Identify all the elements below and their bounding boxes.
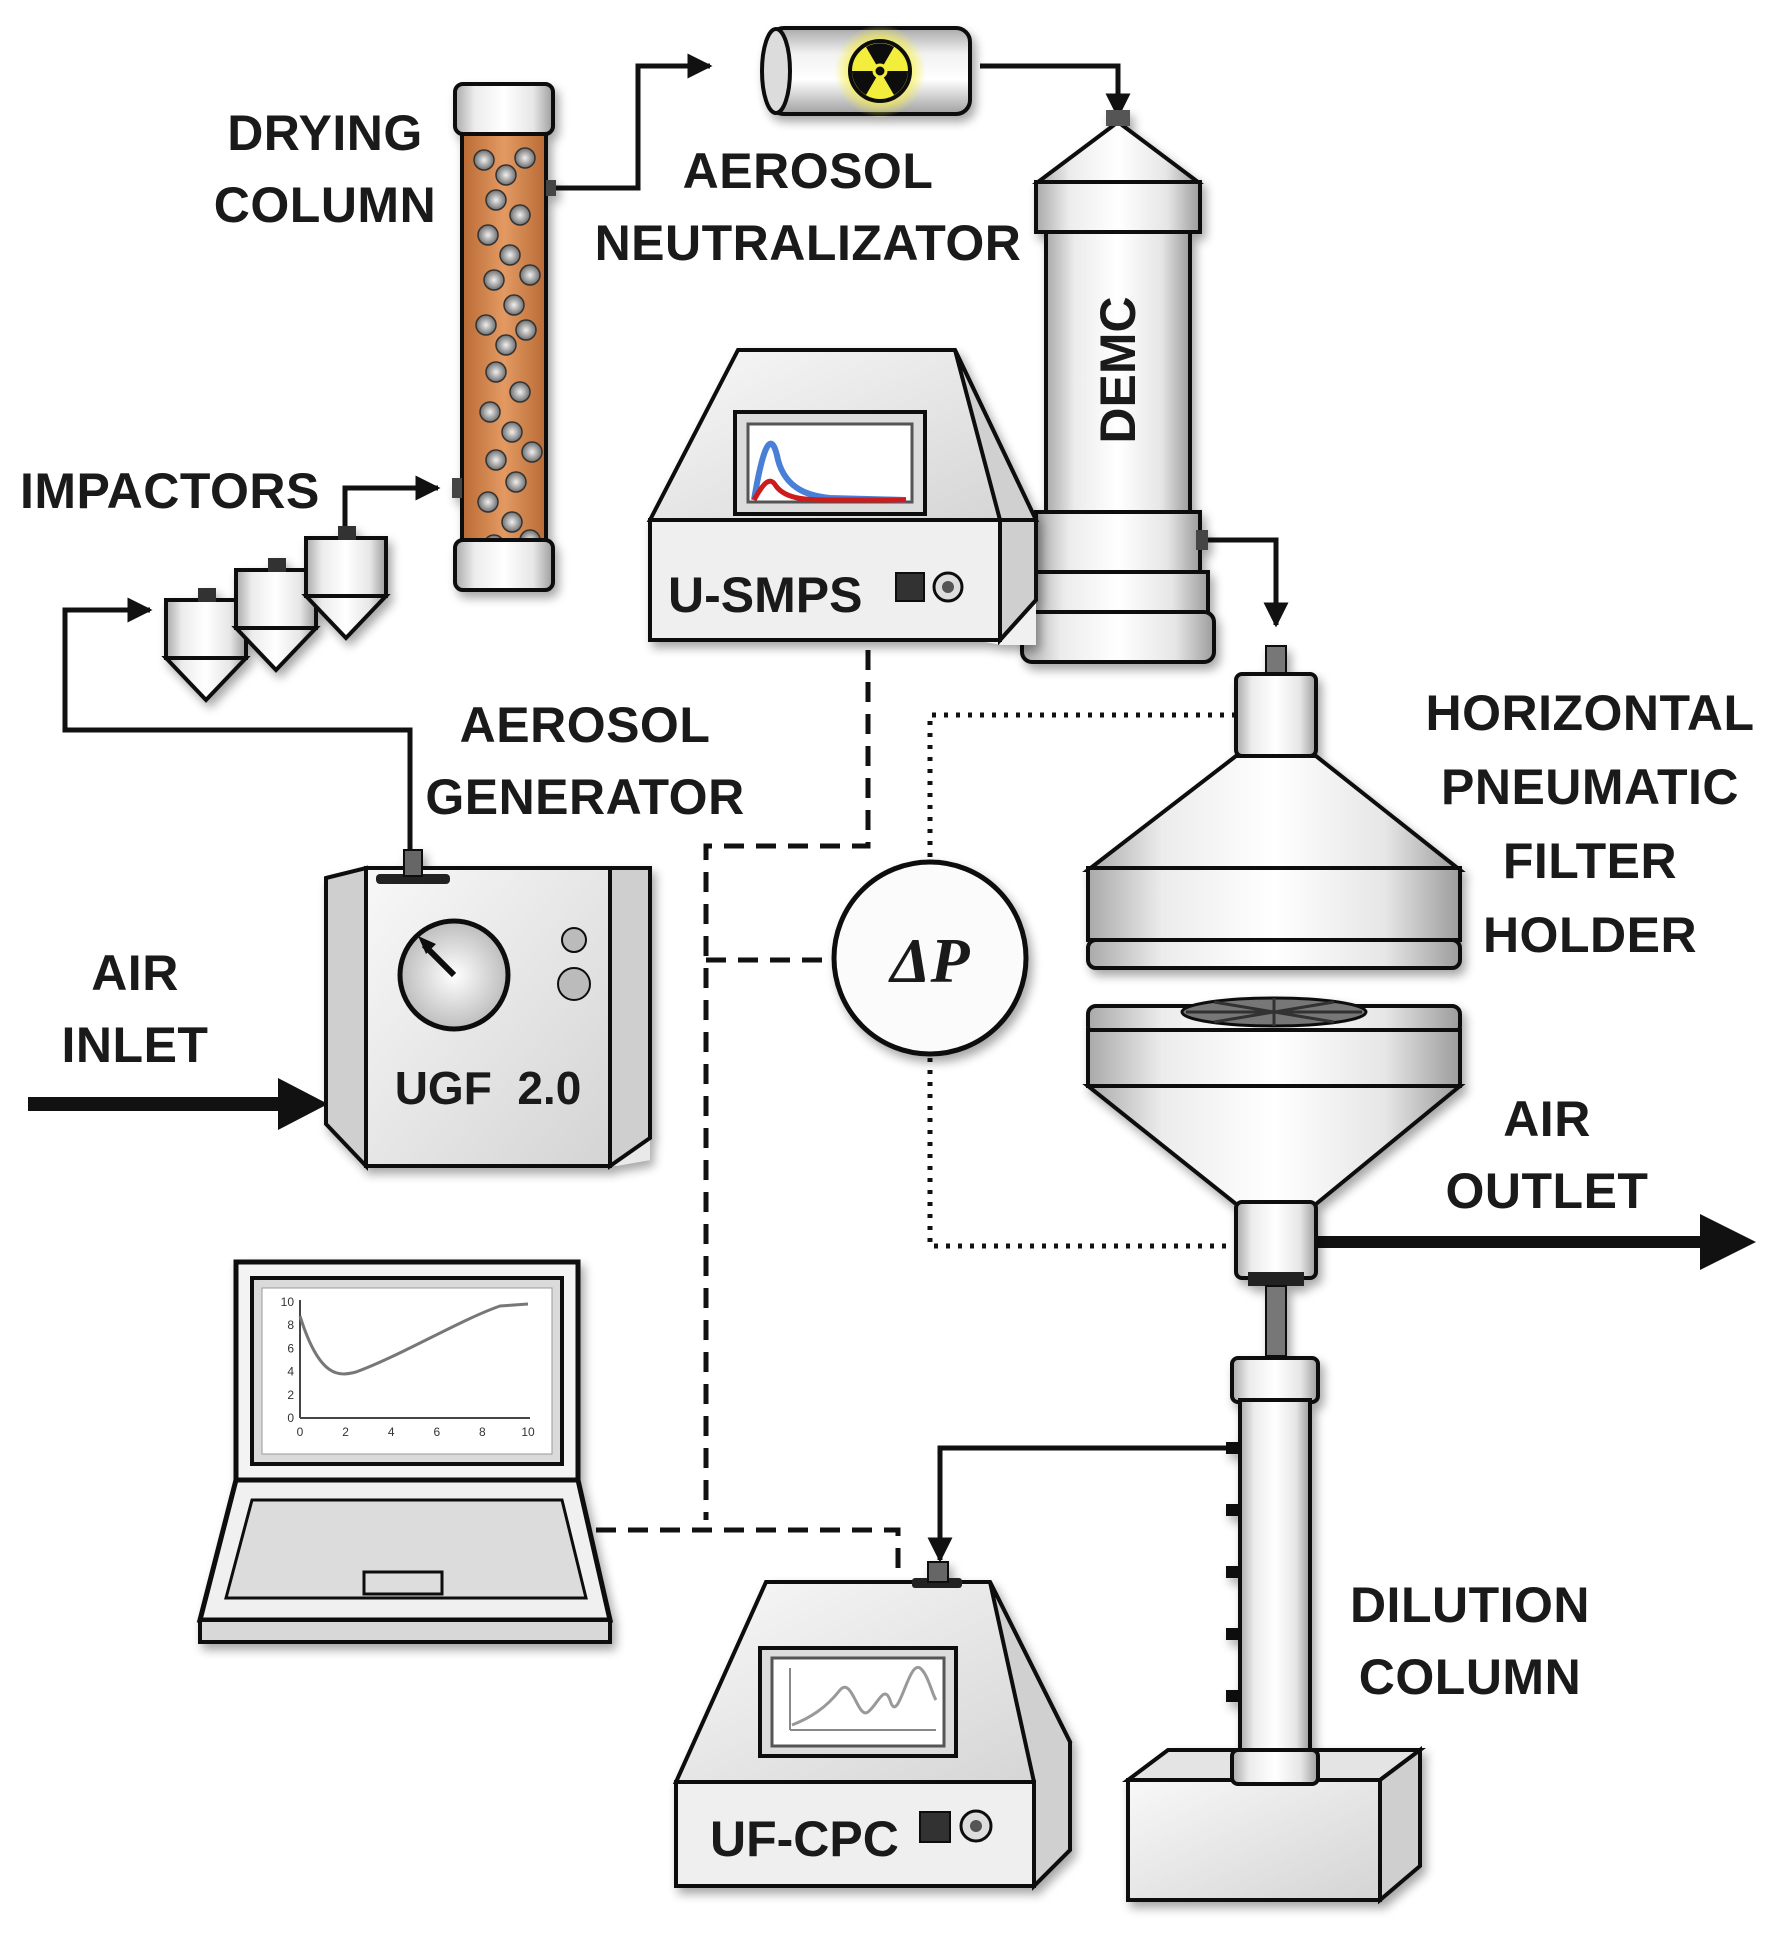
drying-column-label-line-2: COLUMN <box>213 177 437 233</box>
cpc-curve <box>791 1666 938 1727</box>
laptop-y-tick: 10 <box>281 1295 295 1309</box>
data-line-laptop <box>596 1527 901 1578</box>
generator-knob-small <box>561 927 587 953</box>
dilution-column-label: DILUTION COLUMN <box>1330 1580 1610 1702</box>
air-outlet-arrowhead <box>1700 1214 1756 1270</box>
air-outlet-label: AIR OUTLET <box>1432 1094 1662 1216</box>
laptop-x-tick: 10 <box>521 1425 535 1439</box>
pipe-lines <box>28 53 1710 1563</box>
aerosol-neutralizator-label: AEROSOL NEUTRALIZATOR <box>588 146 1028 268</box>
u-smps-instrument <box>646 348 1040 646</box>
impactors-label: IMPACTORS <box>20 463 320 519</box>
pipe-demc-to-filter <box>1198 537 1289 628</box>
laptop-x-tick: 0 <box>297 1425 304 1439</box>
pipe-neutralizer-to-demc <box>980 63 1131 119</box>
dilution-ports <box>1226 1442 1242 1702</box>
impactor-3 <box>301 526 391 641</box>
aerosol-generator-label-line-1: AEROSOL <box>459 697 711 753</box>
laptop-y-tick: 4 <box>287 1365 294 1379</box>
laptop-chart: 0 2 4 6 8 10 10 8 6 4 2 0 <box>261 1287 553 1455</box>
aerosol-generator-label: AEROSOL GENERATOR <box>420 700 750 822</box>
pipe-dilution-to-cpc <box>927 1445 1232 1563</box>
data-lines <box>596 650 901 1578</box>
air-inlet-arrowhead <box>278 1078 328 1130</box>
laptop-y-ticks: 10 8 6 4 2 0 <box>281 1295 295 1425</box>
dilution-column-label-line-1: DILUTION <box>1349 1577 1591 1633</box>
pipe-drying-to-neutralizer <box>548 53 713 191</box>
horizontal-filter-holder-label-line-2: PNEUMATIC <box>1440 759 1739 815</box>
drying-column-label-line-1: DRYING <box>227 105 423 161</box>
laptop-x-tick: 4 <box>388 1425 395 1439</box>
impactor-1 <box>161 588 251 703</box>
laptop-chart-curve <box>298 1302 529 1376</box>
uf-cpc-label: UF-CPC <box>710 1811 899 1867</box>
data-line-smps <box>703 650 871 1520</box>
aerosol-neutralizer <box>760 25 972 117</box>
smps-curve-red <box>751 478 906 503</box>
dilution-column-label-line-2: COLUMN <box>1358 1649 1582 1705</box>
drying-column-label: DRYING COLUMN <box>205 108 445 230</box>
delta-p-label: ΔP <box>887 925 970 996</box>
aerosol-generator-label-line-2: GENERATOR <box>425 769 745 825</box>
laptop: 0 2 4 6 8 10 10 8 6 4 2 0 <box>196 1259 614 1644</box>
smps-curve-blue <box>751 440 907 503</box>
air-inlet-label-line-2: INLET <box>61 1017 209 1073</box>
impactor-2 <box>231 558 321 673</box>
aerosol-neutralizator-label-line-1: AEROSOL <box>682 143 934 199</box>
laptop-x-ticks: 0 2 4 6 8 10 <box>297 1425 535 1439</box>
demc-column <box>1020 110 1216 664</box>
demc-label: DEMC <box>1090 296 1146 443</box>
laptop-y-tick: 2 <box>287 1388 294 1402</box>
u-smps-label: U-SMPS <box>668 567 862 623</box>
generator-knob-large <box>557 967 591 1001</box>
laptop-y-tick: 0 <box>287 1411 294 1425</box>
pipe-generator-to-impactors <box>62 597 413 850</box>
pipe-impactors-to-drying <box>342 475 441 528</box>
air-inlet-label: AIR INLET <box>50 948 220 1070</box>
filter-holder <box>1082 645 1466 1357</box>
pressure-line-downstream <box>927 1058 1240 1249</box>
pressure-lines <box>927 712 1240 1249</box>
pressure-gauge <box>831 859 1029 1057</box>
drying-column <box>452 82 556 592</box>
ugf-label: UGF 2.0 <box>395 1062 582 1114</box>
smps-switch <box>895 572 925 602</box>
cpc-switch <box>919 1811 951 1843</box>
horizontal-filter-holder-label-line-3: FILTER <box>1502 833 1678 889</box>
aerosol-neutralizator-label-line-2: NEUTRALIZATOR <box>594 215 1022 271</box>
horizontal-filter-holder-label-line-1: HORIZONTAL <box>1425 685 1755 741</box>
laptop-x-tick: 8 <box>479 1425 486 1439</box>
air-outlet-label-line-2: OUTLET <box>1445 1163 1649 1219</box>
dial-gauge <box>397 918 511 1032</box>
horizontal-filter-holder-label: HORIZONTAL PNEUMATIC FILTER HOLDER <box>1410 688 1770 960</box>
uf-cpc-instrument <box>672 1561 1073 1891</box>
laptop-x-tick: 2 <box>342 1425 349 1439</box>
air-outlet-label-line-1: AIR <box>1503 1091 1591 1147</box>
impactors <box>161 526 391 703</box>
horizontal-filter-holder-label-line-4: HOLDER <box>1482 907 1698 963</box>
dilution-column <box>1122 1356 1426 1905</box>
laptop-y-tick: 8 <box>287 1318 294 1332</box>
smps-screen <box>733 410 927 516</box>
radiation-icon <box>848 39 912 103</box>
air-inlet-label-line-1: AIR <box>91 945 179 1001</box>
laptop-y-tick: 6 <box>287 1341 294 1355</box>
aerosol-generator <box>324 849 652 1171</box>
cpc-screen <box>758 1646 958 1758</box>
laptop-x-tick: 6 <box>433 1425 440 1439</box>
